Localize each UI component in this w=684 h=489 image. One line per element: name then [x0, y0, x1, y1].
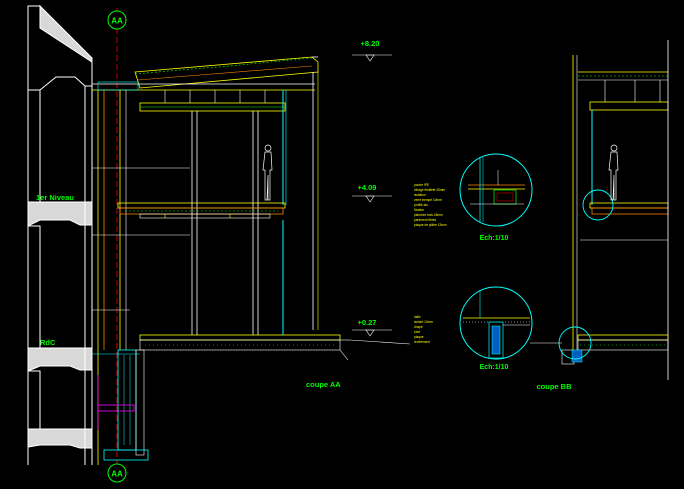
detail-lower-note: chape — [414, 325, 423, 329]
first-floor-slab — [117, 202, 286, 219]
level-marker-first-floor: +4.09 — [352, 183, 392, 203]
ground-floor-slab — [139, 334, 411, 361]
level-marker-ground: +0.27 — [352, 318, 392, 337]
detail-upper-note: fixation — [414, 208, 424, 212]
detail-lower-note: dalle — [414, 315, 421, 319]
section-mark-bottom: AA — [107, 463, 127, 483]
section-mark-top: AA — [107, 10, 127, 30]
extension-roof — [92, 56, 319, 91]
detail-lower-scale: Ech:1/10 — [480, 364, 509, 371]
foundation — [92, 349, 149, 461]
detail-upper-note: vitrage feuilleté 20mm — [414, 188, 446, 192]
ground-floor-label: RdC — [40, 338, 56, 347]
first-floor-label: 1er Niveau — [36, 193, 74, 202]
scale-human-figure-bb — [608, 144, 619, 201]
detail-lower-note: tube — [414, 330, 420, 334]
detail-upper-note: poutre IPE — [414, 183, 429, 187]
detail-upper-scale: Ech:1/10 — [480, 235, 509, 242]
section-mark-bottom-label: AA — [111, 470, 123, 479]
level-roof-label: +8.20 — [361, 39, 380, 48]
section-aa-title: coupe AA — [306, 380, 341, 389]
section-mark-top-label: AA — [111, 17, 123, 26]
detail-lower-note: isolant 12mm — [414, 320, 433, 324]
level-marker-roof: +8.20 — [352, 39, 392, 62]
extension-structure — [92, 72, 319, 350]
detail-lower-note: plaque — [414, 335, 424, 339]
detail-upper-note: profilé alu — [414, 203, 428, 207]
detail-upper-note: plancher bois 18mm — [414, 213, 443, 217]
detail-lower-notes: dalle isolant 12mm chape tube plaque rev… — [414, 315, 433, 344]
level-first-floor-label: +4.09 — [358, 183, 377, 192]
detail-lower-note: revêtement — [414, 340, 430, 344]
level-ground-label: +0.27 — [358, 318, 377, 327]
detail-upper-note: isolation — [414, 193, 426, 197]
existing-building-wall — [27, 4, 105, 465]
section-bb-structure — [530, 40, 669, 380]
scale-human-figure — [262, 144, 273, 201]
detail-upper: Ech:1/10 — [459, 153, 533, 242]
detail-upper-note: verre trempé 10mm — [414, 198, 442, 202]
upper-ceiling-beam — [139, 90, 286, 112]
detail-upper-notes: poutre IPE vitrage feuilleté 20mm isolat… — [414, 183, 447, 227]
detail-upper-note: parement fibres — [414, 218, 437, 222]
detail-upper-note: plaque de plâtre 13mm — [414, 223, 447, 227]
detail-lower: Ech:1/10 — [459, 286, 533, 371]
section-bb-title: coupe BB — [536, 382, 572, 391]
